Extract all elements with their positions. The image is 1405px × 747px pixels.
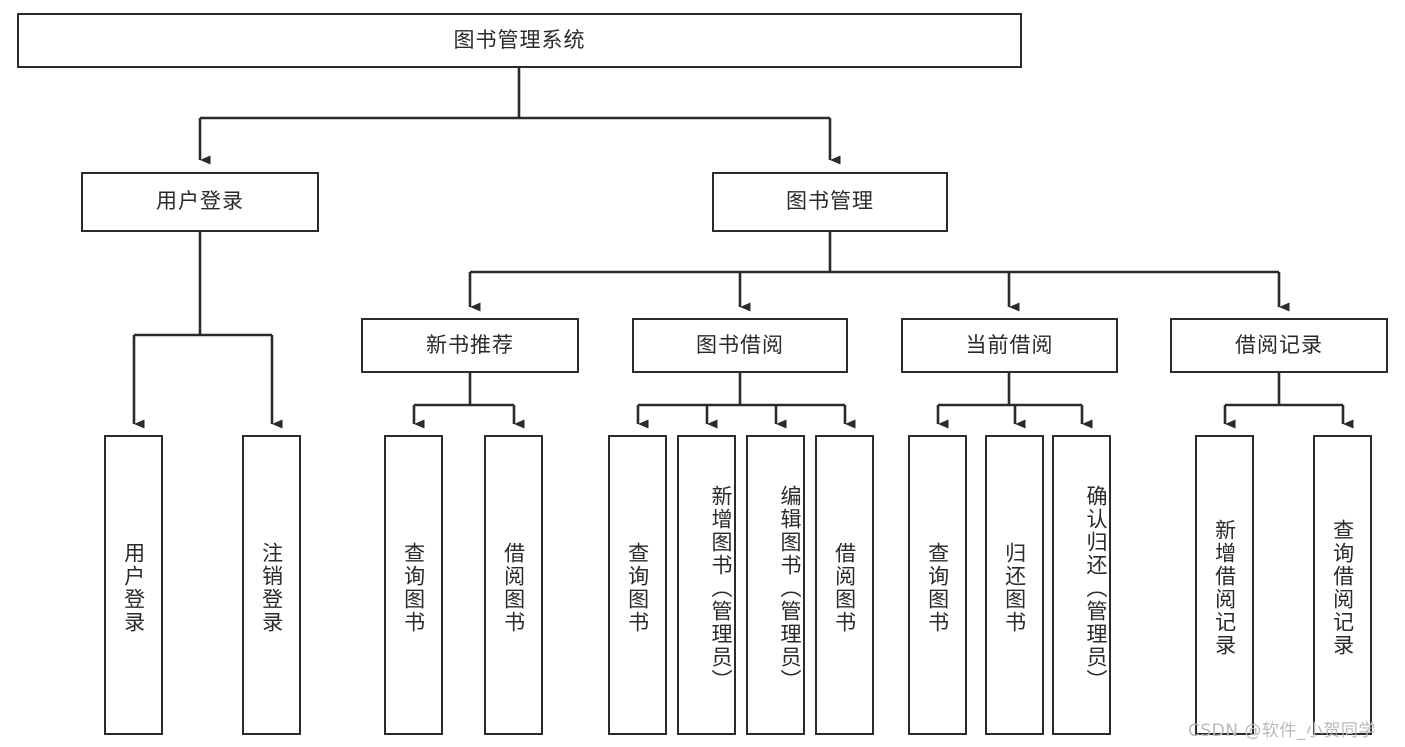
node-new-book-recommend-label: 新书推荐 [426,332,514,357]
node-book-management-label: 图书管理 [786,189,874,214]
node-user-login[interactable]: 用户登录 [81,172,319,232]
leaf-confirm-return-admin[interactable]: 确认归还（管理员） [1052,435,1111,735]
leaf-logout-label: 注销登录 [259,542,284,634]
node-borrow-records[interactable]: 借阅记录 [1170,318,1388,373]
leaf-query-books-current[interactable]: 查询图书 [908,435,967,735]
node-root-label: 图书管理系统 [453,27,586,52]
node-current-borrow[interactable]: 当前借阅 [901,318,1118,373]
node-book-borrow[interactable]: 图书借阅 [632,318,848,373]
leaf-borrow-books-recommend[interactable]: 借阅图书 [484,435,543,735]
node-book-borrow-label: 图书借阅 [696,332,784,357]
leaf-borrow-books-label: 借阅图书 [832,542,857,634]
node-new-book-recommend[interactable]: 新书推荐 [361,318,579,373]
leaf-query-books-current-label: 查询图书 [925,542,950,634]
leaf-user-login-label: 用户登录 [121,542,146,634]
watermark: CSDN @软件_小贺同学 [1188,721,1376,741]
leaf-return-books[interactable]: 归还图书 [985,435,1044,735]
leaf-borrow-books[interactable]: 借阅图书 [815,435,874,735]
leaf-query-borrow-record[interactable]: 查询借阅记录 [1313,435,1372,735]
leaf-user-login[interactable]: 用户登录 [104,435,163,735]
node-current-borrow-label: 当前借阅 [965,332,1054,357]
leaf-borrow-books-recommend-label: 借阅图书 [501,542,526,634]
leaf-query-books-borrow-label: 查询图书 [625,542,650,634]
leaf-add-borrow-record-label: 新增借阅记录 [1212,519,1237,657]
leaf-add-book-admin[interactable]: 新增图书（管理员） [677,435,736,735]
leaf-query-borrow-record-label: 查询借阅记录 [1330,519,1355,657]
node-user-login-label: 用户登录 [156,189,244,214]
leaf-logout[interactable]: 注销登录 [242,435,301,735]
leaf-edit-book-admin-label: 编辑图书（管理员） [778,484,802,692]
leaf-query-books-recommend-label: 查询图书 [401,542,426,634]
leaf-confirm-return-admin-label: 确认归还（管理员） [1084,484,1108,692]
leaf-query-books-recommend[interactable]: 查询图书 [384,435,443,735]
leaf-query-books-borrow[interactable]: 查询图书 [608,435,667,735]
node-root[interactable]: 图书管理系统 [17,13,1022,68]
leaf-edit-book-admin[interactable]: 编辑图书（管理员） [746,435,805,735]
leaf-return-books-label: 归还图书 [1002,542,1027,634]
leaf-add-borrow-record[interactable]: 新增借阅记录 [1195,435,1254,735]
node-borrow-records-label: 借阅记录 [1235,332,1323,357]
leaf-add-book-admin-label: 新增图书（管理员） [709,484,733,692]
node-book-management[interactable]: 图书管理 [712,172,948,232]
